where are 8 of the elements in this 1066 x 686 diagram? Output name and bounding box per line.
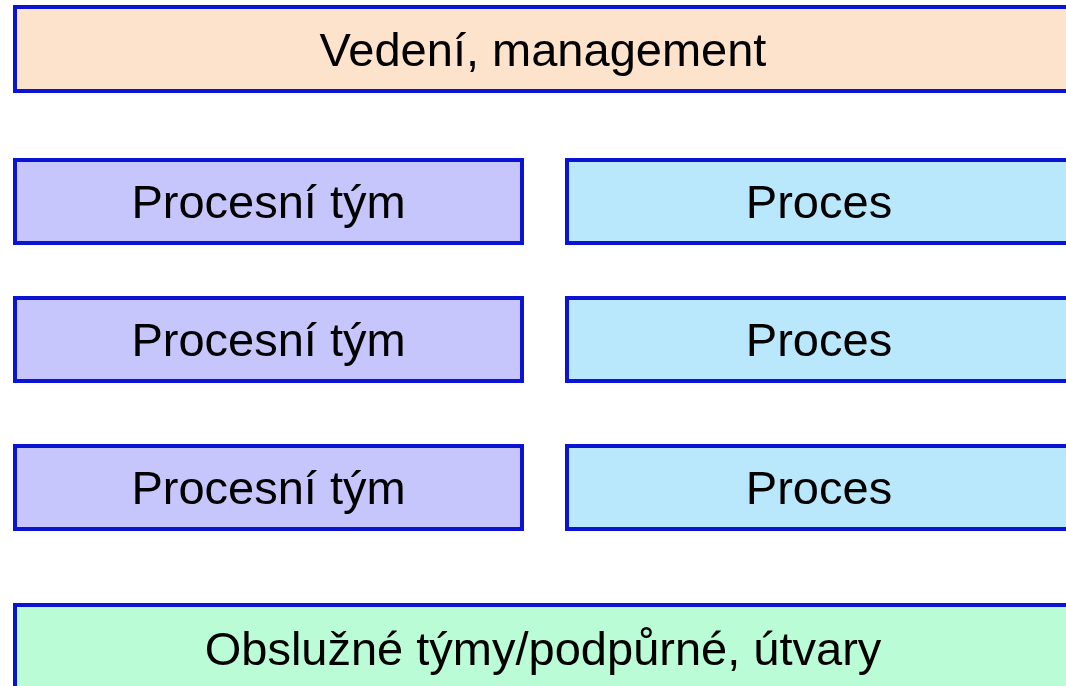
- process-box: Proces: [565, 296, 1066, 383]
- process-box: Proces: [565, 158, 1066, 245]
- management-bar: Vedení, management: [13, 5, 1066, 93]
- process-box: Proces: [565, 444, 1066, 531]
- team-box: Procesní tým: [13, 158, 524, 245]
- team-box: Procesní tým: [13, 296, 524, 383]
- support-bar: Obslužné týmy/podpůrné, útvary: [13, 603, 1066, 686]
- team-box: Procesní tým: [13, 444, 524, 531]
